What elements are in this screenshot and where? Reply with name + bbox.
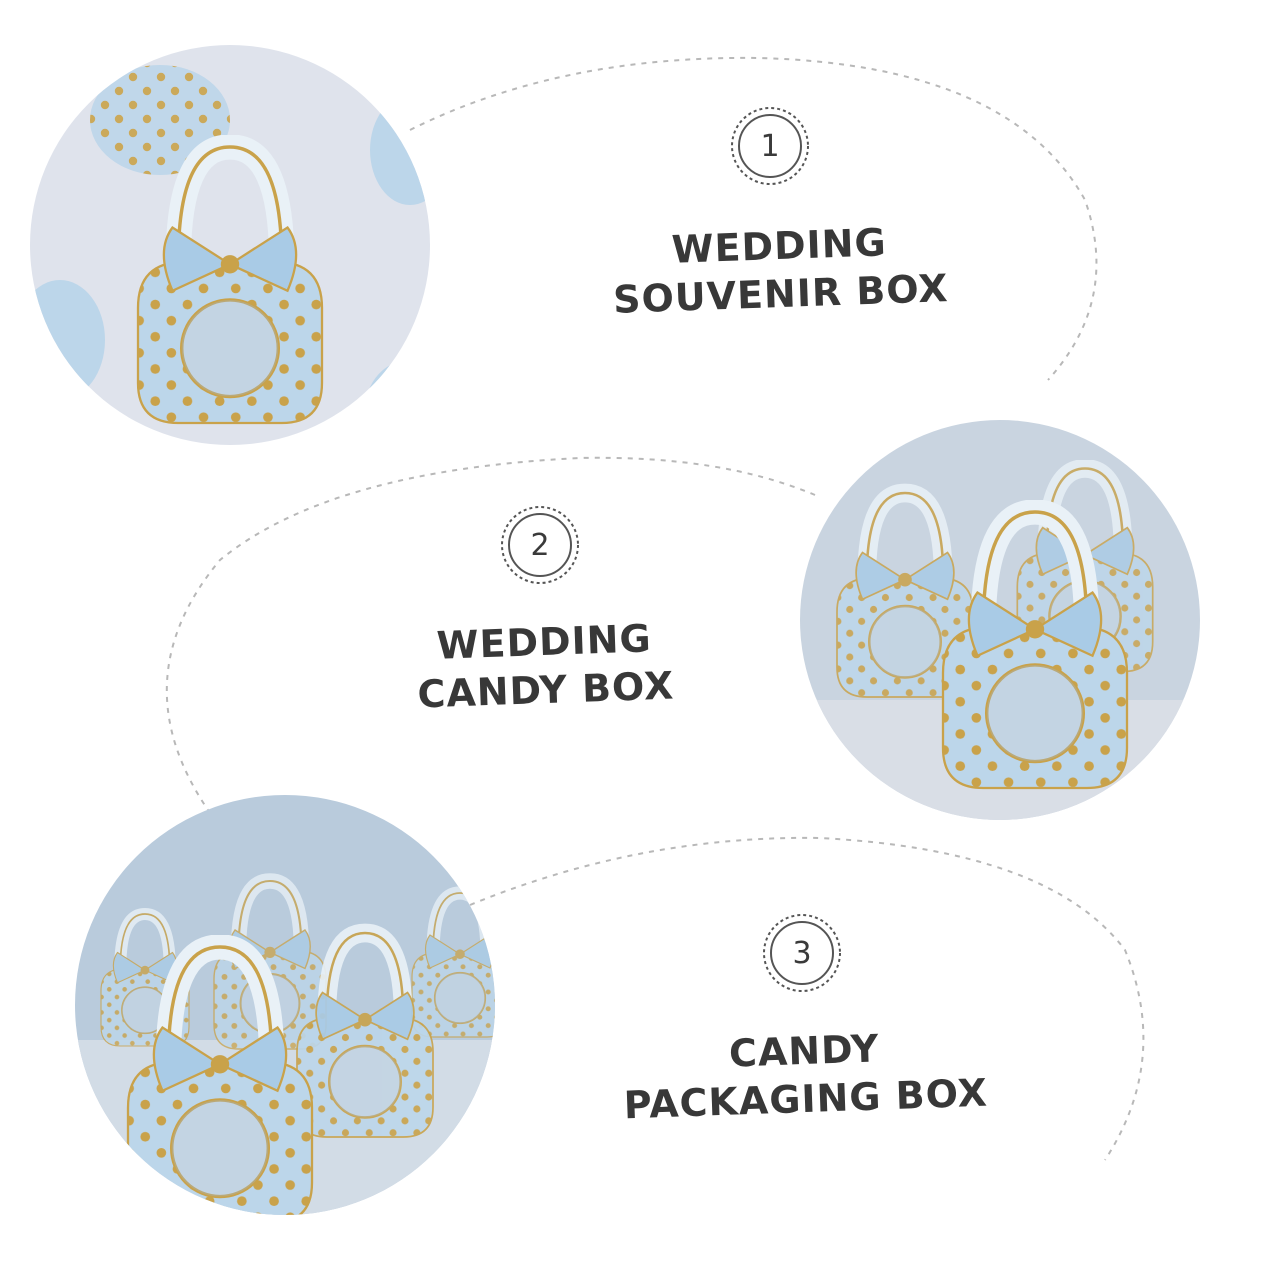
product-photo-3 xyxy=(75,795,495,1215)
label-2: WEDDING CANDY BOX xyxy=(378,612,711,719)
step-badge-2: 2 xyxy=(500,505,580,585)
label-1: WEDDING SOUVENIR BOX xyxy=(588,215,971,324)
label-3: CANDY PACKAGING BOX xyxy=(598,1020,1011,1130)
step-badge-1: 1 xyxy=(730,106,810,186)
step-number: 1 xyxy=(760,128,780,164)
step-number: 3 xyxy=(792,935,812,971)
product-photo-1 xyxy=(30,45,430,445)
step-number: 2 xyxy=(530,527,550,563)
step-badge-3: 3 xyxy=(762,913,842,993)
dashed-connectors xyxy=(165,56,1145,1161)
product-photo-2 xyxy=(800,420,1200,820)
